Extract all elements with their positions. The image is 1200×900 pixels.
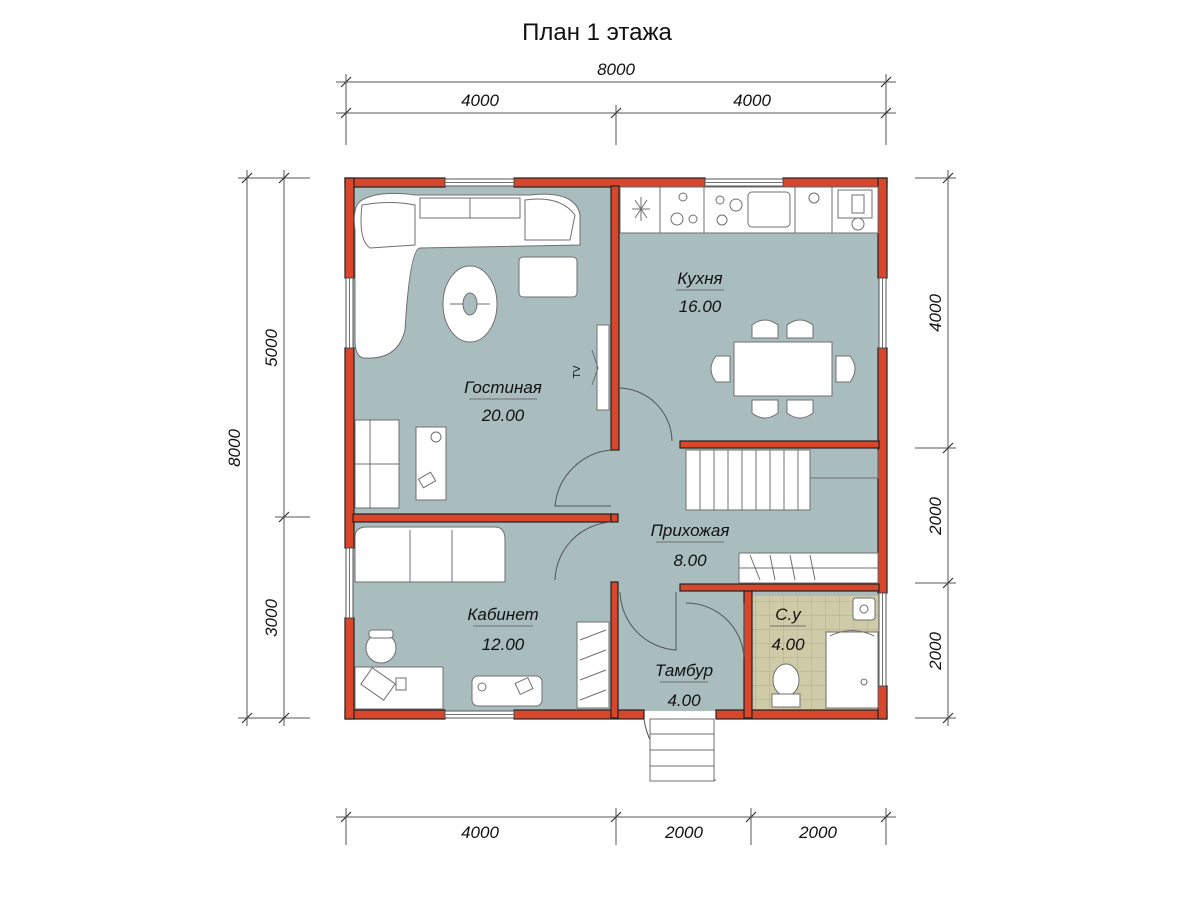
vestibule-area: 4.00 xyxy=(667,691,701,710)
plan-title: План 1 этажа xyxy=(522,19,672,46)
dim-left-upper: 5000 xyxy=(262,329,281,367)
kitchen-name: Кухня xyxy=(677,269,722,288)
kitchen-area: 16.00 xyxy=(679,297,722,316)
tv-stand xyxy=(596,324,610,411)
bathroom-area: 4.00 xyxy=(771,635,805,654)
living-room-furniture: TV xyxy=(353,192,610,509)
office-furniture xyxy=(354,526,610,710)
dim-right-2: 2000 xyxy=(926,497,945,536)
kitchen-furniture xyxy=(619,186,879,419)
shower xyxy=(825,631,879,709)
vestibule-name: Тамбур xyxy=(655,661,713,680)
armchair xyxy=(518,256,578,298)
kitchen-sink xyxy=(747,191,791,228)
dining-table xyxy=(733,341,833,397)
dim-bottom-1: 4000 xyxy=(461,823,499,842)
hall-area: 8.00 xyxy=(673,551,707,570)
hall-name: Прихожая xyxy=(651,521,730,540)
bookshelf xyxy=(576,621,610,709)
dim-bottom-2: 2000 xyxy=(664,823,703,842)
tv-label: TV xyxy=(572,365,583,378)
staircase xyxy=(685,449,811,511)
dim-right-1: 4000 xyxy=(926,294,945,332)
office-name: Кабинет xyxy=(467,605,538,624)
office-sofa xyxy=(354,526,506,583)
toilet xyxy=(772,663,800,697)
bathroom-name: С.у xyxy=(775,605,802,624)
dim-left-lower: 3000 xyxy=(262,599,281,637)
dim-left-total: 8000 xyxy=(225,429,244,467)
dim-top-total: 8000 xyxy=(597,60,635,79)
room-labels: Кухня 16.00 Гостиная 20.00 Прихожая 8.00… xyxy=(464,269,806,710)
bathroom-fixtures xyxy=(771,597,879,709)
living-name: Гостиная xyxy=(464,378,542,397)
dim-bottom-3: 2000 xyxy=(798,823,837,842)
corner-sofa xyxy=(353,192,581,359)
windows xyxy=(345,178,887,719)
dim-top-left: 4000 xyxy=(461,91,499,110)
entry-steps xyxy=(649,718,715,782)
dimension-lines xyxy=(238,74,956,845)
dim-top-right: 4000 xyxy=(733,91,771,110)
living-area: 20.00 xyxy=(481,406,525,425)
office-area: 12.00 xyxy=(482,635,525,654)
dim-right-3: 2000 xyxy=(926,632,945,671)
hall-furniture xyxy=(685,449,879,584)
